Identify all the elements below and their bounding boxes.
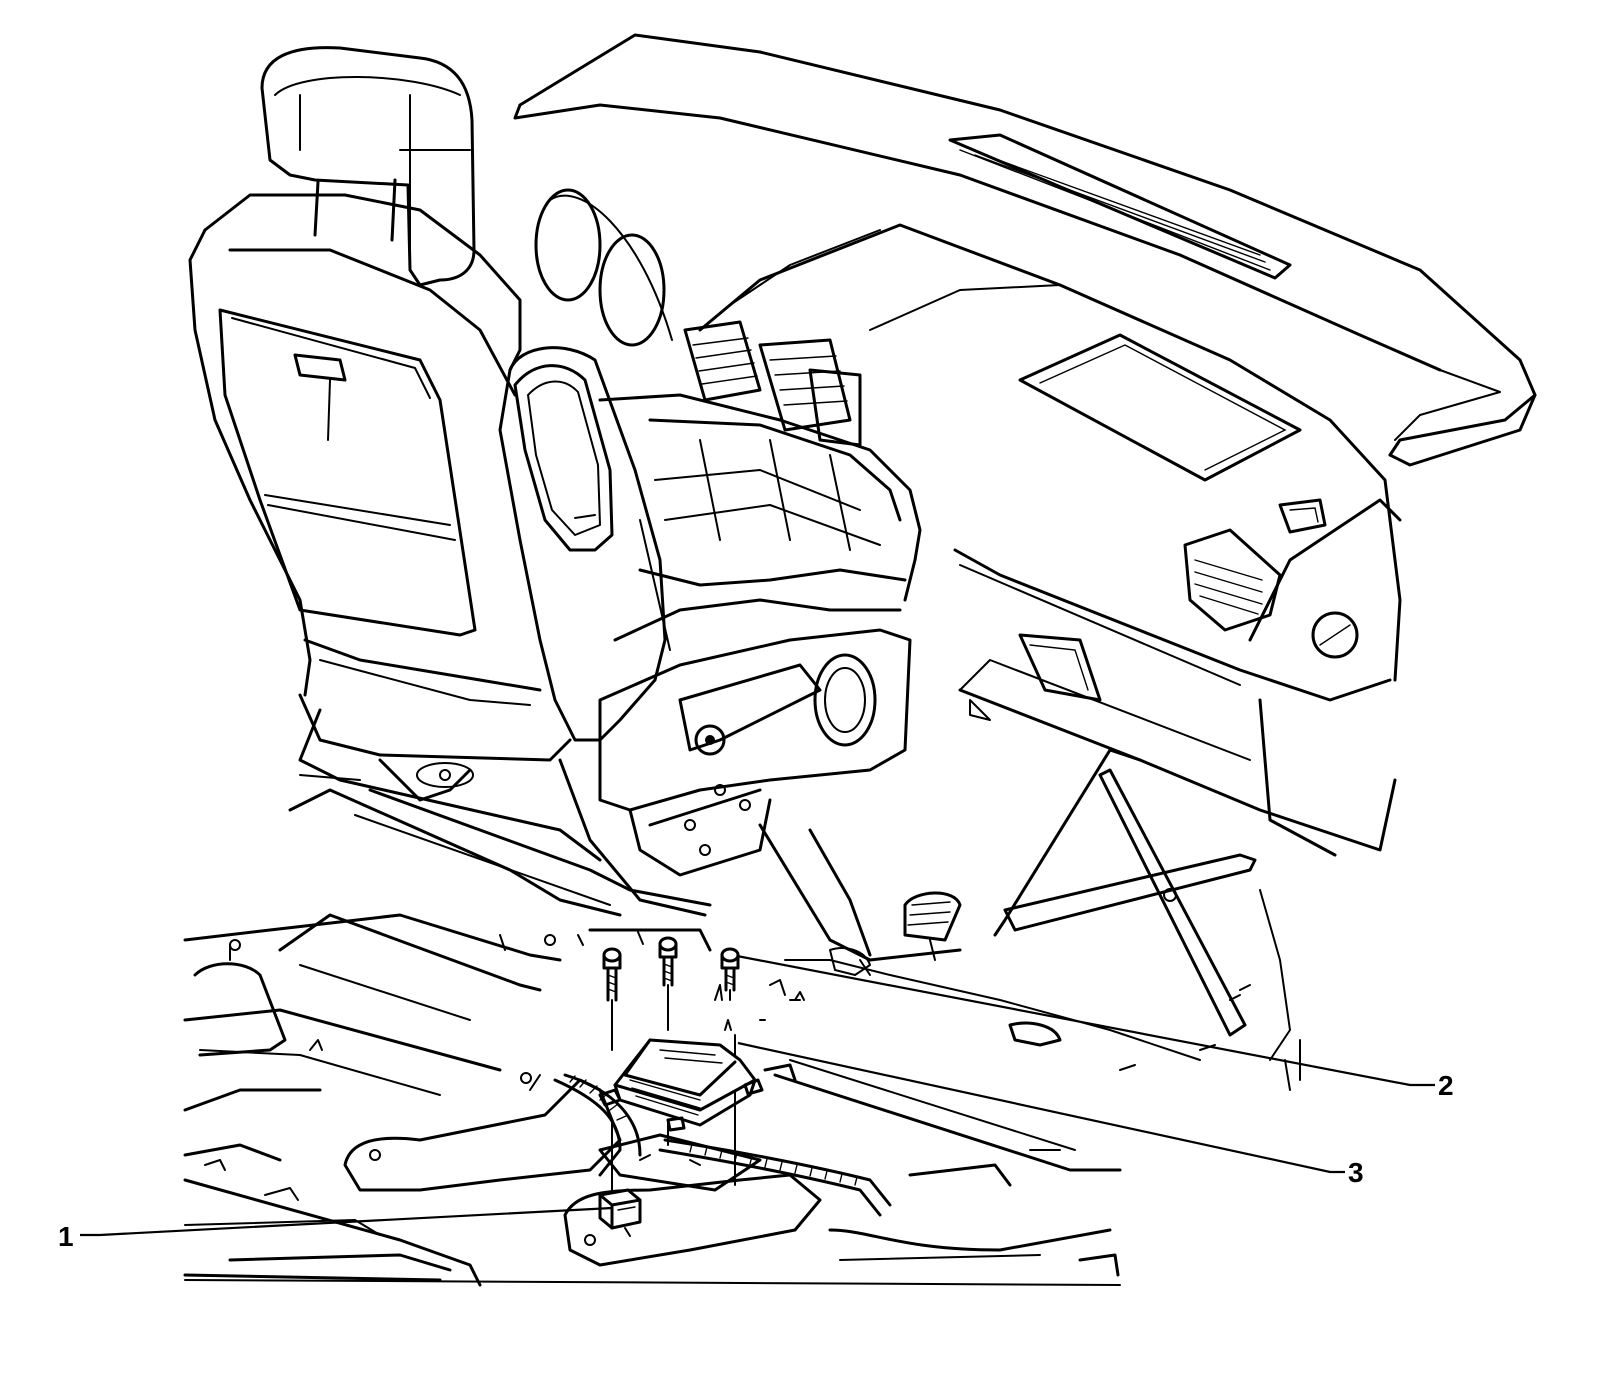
callout-label-1: 1 — [58, 1221, 74, 1252]
leader-line-2 — [736, 954, 1435, 1087]
bolt-fasteners — [577, 931, 805, 1196]
callout-2: 2 — [736, 954, 1454, 1101]
leader-line-3 — [737, 1041, 1345, 1174]
sensing-module — [598, 1038, 797, 1132]
floor-pan — [183, 699, 1301, 1287]
leader-line-1 — [80, 1206, 613, 1237]
callout-1: 1 — [58, 1206, 613, 1252]
front-seat — [188, 46, 922, 917]
instrument-panel — [513, 33, 1537, 937]
callout-3: 3 — [737, 1041, 1364, 1188]
bolt-middle — [658, 936, 678, 987]
harness-connector — [598, 1188, 642, 1237]
bolt-right — [720, 947, 740, 992]
callout-label-2: 2 — [1438, 1070, 1454, 1101]
callout-label-3: 3 — [1348, 1157, 1364, 1188]
bolt-left — [602, 947, 622, 1002]
